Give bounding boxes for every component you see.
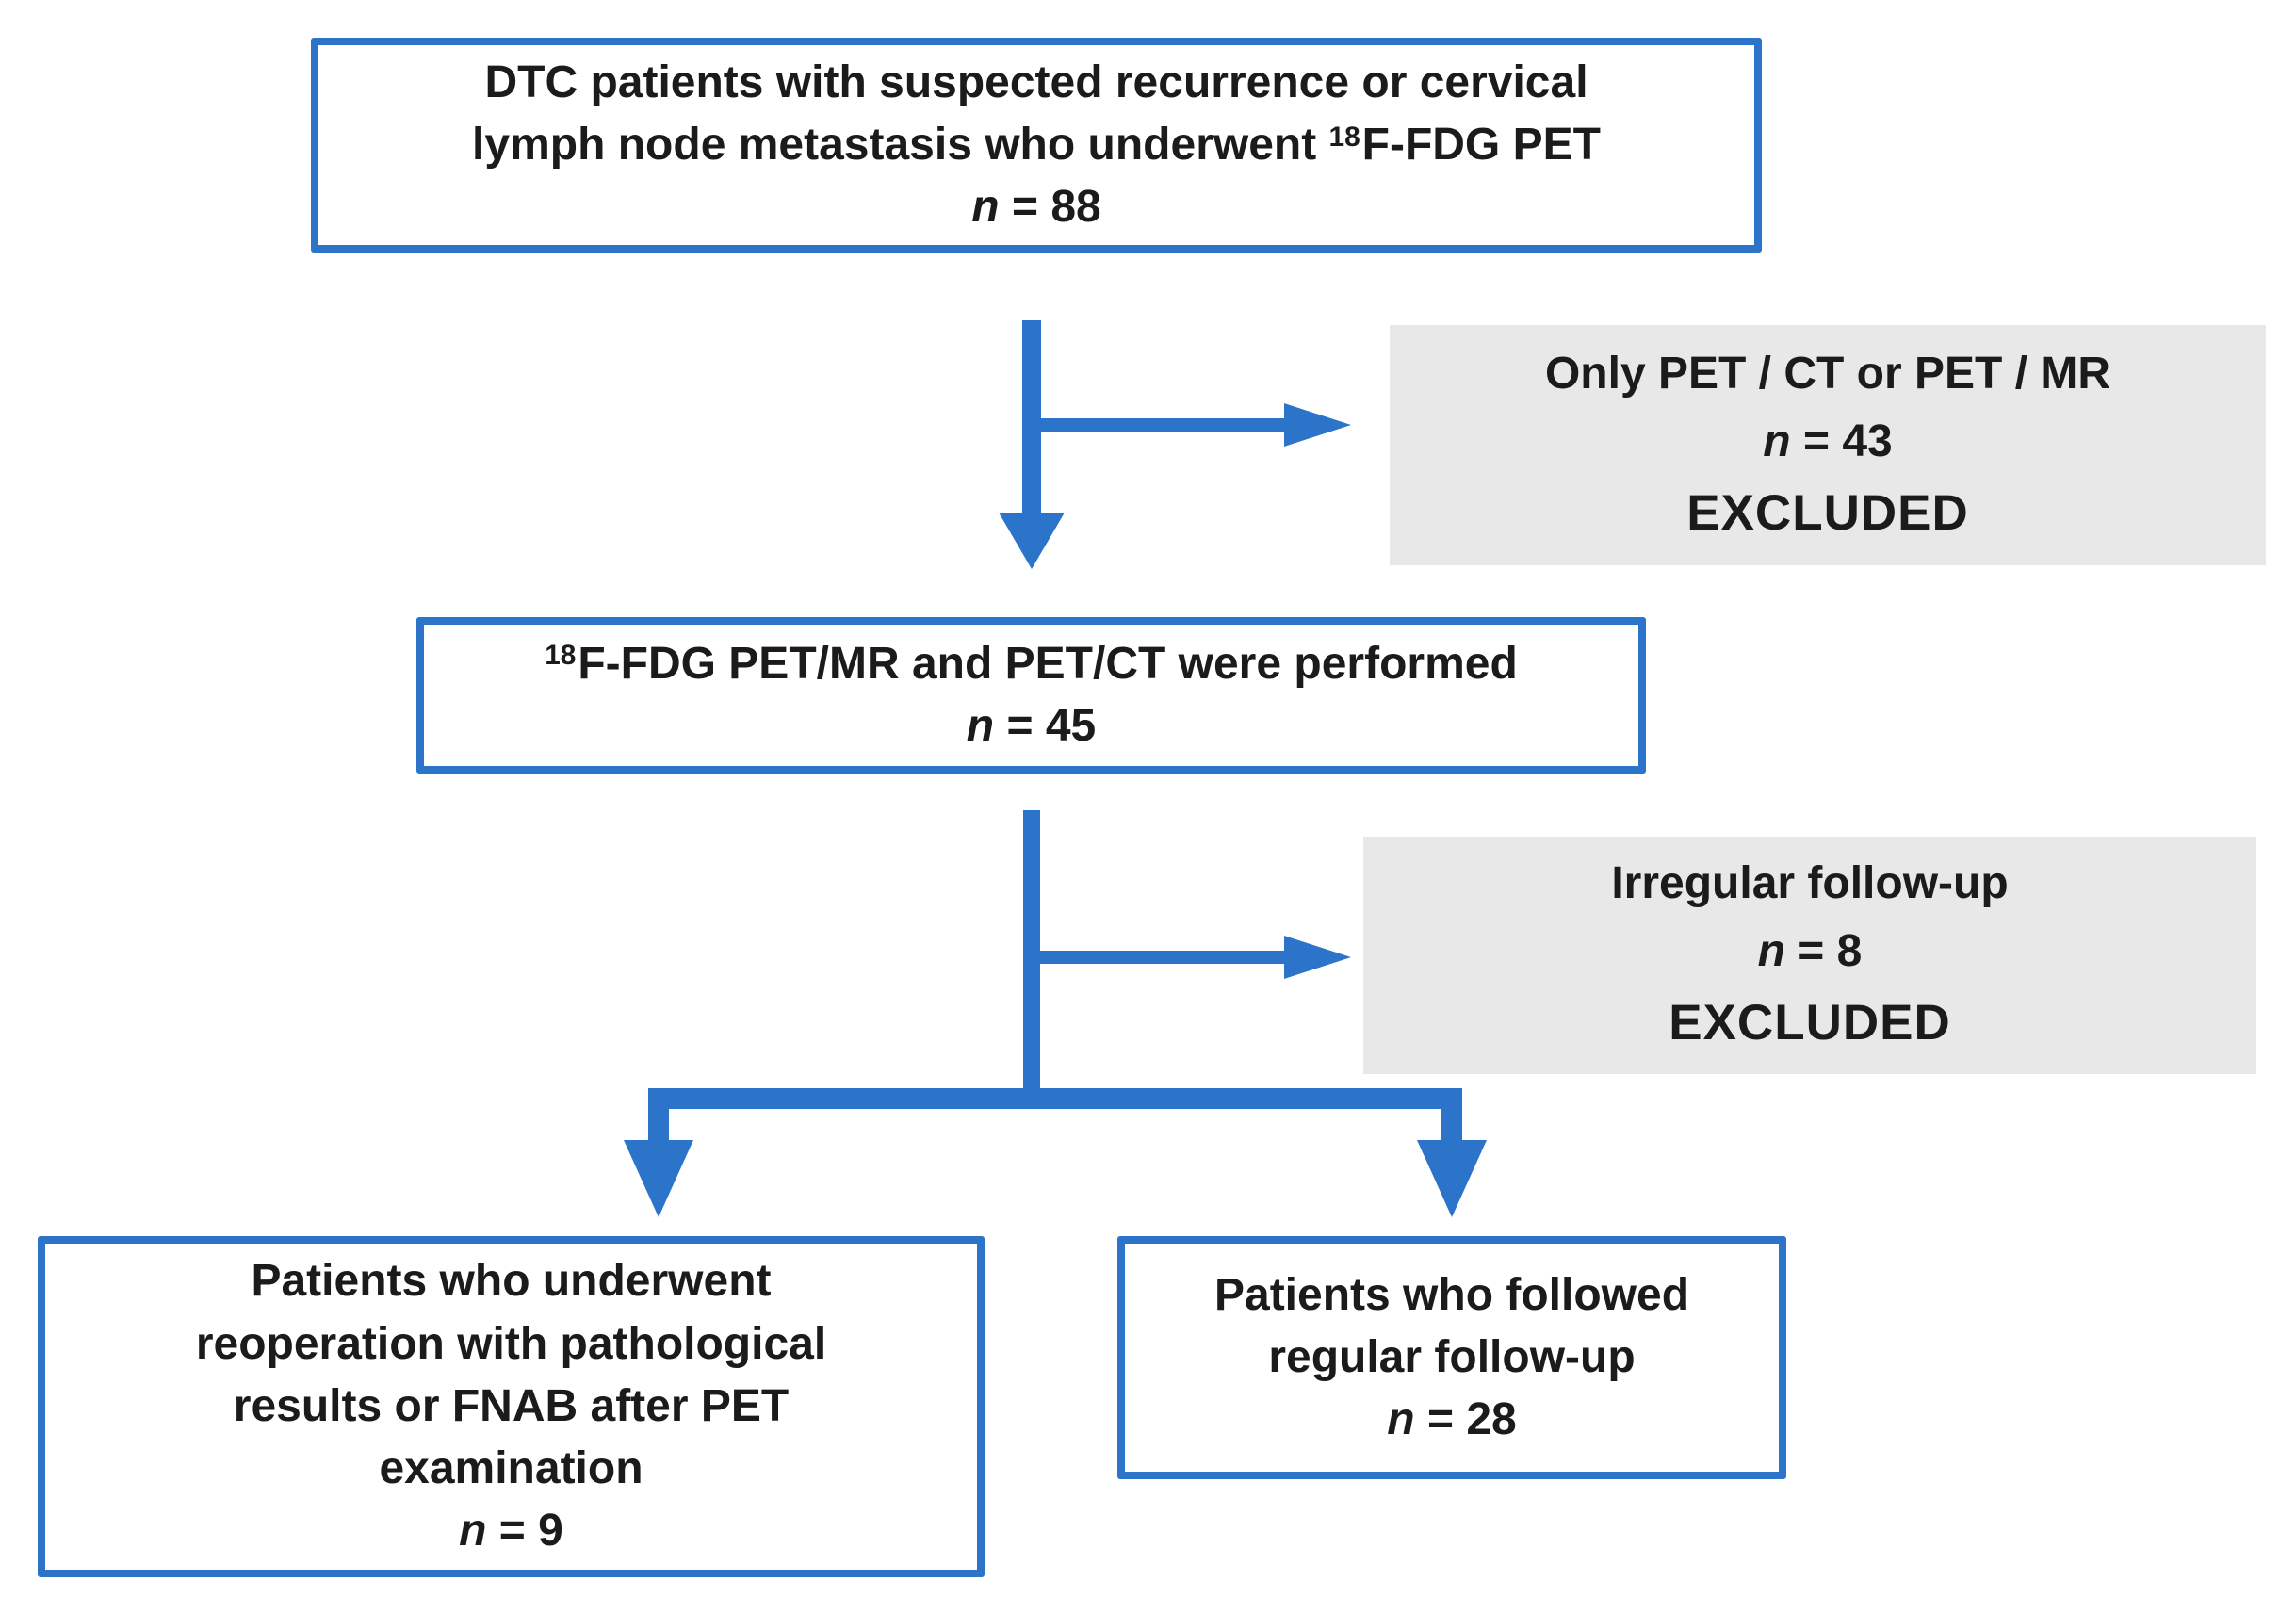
box-line: reoperation with pathological bbox=[195, 1318, 827, 1369]
enrollment-box: DTC patients with suspected recurrence o… bbox=[311, 38, 1762, 253]
excluded-only-petct-petmr-box: Only PET / CT or PET / MR n = 43 EXCLUDE… bbox=[1390, 325, 2266, 565]
box-line: examination bbox=[379, 1443, 643, 1494]
n-count: n = 88 bbox=[971, 182, 1101, 233]
reoperation-box: Patients who underwent reoperation with … bbox=[38, 1236, 985, 1577]
n-count: n = 28 bbox=[1387, 1394, 1517, 1445]
n-count: n = 9 bbox=[459, 1506, 563, 1556]
excluded-status-label: EXCLUDED bbox=[1686, 484, 1969, 541]
box-line: DTC patients with suspected recurrence o… bbox=[484, 57, 1588, 107]
box-line: 18F-FDG PET/MR and PET/CT were performed bbox=[545, 638, 1518, 689]
box-line: results or FNAB after PET bbox=[233, 1380, 790, 1431]
excluded-irregular-followup-box: Irregular follow-up n = 8 EXCLUDED bbox=[1363, 837, 2256, 1074]
n-count: n = 45 bbox=[966, 701, 1097, 751]
n-count: n = 8 bbox=[1757, 926, 1863, 977]
arrow-performed-to-split bbox=[1023, 810, 1040, 1098]
arrow-enrollment-to-performed bbox=[999, 320, 1065, 569]
isotope-superscript: 18 bbox=[1328, 121, 1360, 153]
box-line: Patients who followed bbox=[1213, 1269, 1690, 1320]
box-line: lymph node metastasis who underwent 18F-… bbox=[472, 119, 1601, 170]
arrow-branch-to-excluded-2 bbox=[1032, 936, 1351, 979]
arrow-split-to-regular-followup bbox=[1417, 1088, 1487, 1217]
n-count: n = 43 bbox=[1763, 415, 1893, 466]
box-line: Irregular follow-up bbox=[1611, 858, 2009, 909]
split-bar bbox=[648, 1088, 1462, 1109]
box-line: Only PET / CT or PET / MR bbox=[1544, 348, 2111, 399]
box-line: regular follow-up bbox=[1268, 1331, 1636, 1382]
arrow-branch-to-excluded-1 bbox=[1032, 403, 1351, 447]
regular-followup-box: Patients who followed regular follow-up … bbox=[1117, 1236, 1786, 1479]
pet-mr-ct-performed-box: 18F-FDG PET/MR and PET/CT were performed… bbox=[416, 617, 1646, 774]
isotope-superscript: 18 bbox=[545, 640, 577, 672]
excluded-status-label: EXCLUDED bbox=[1669, 995, 1951, 1051]
arrow-split-to-reoperation bbox=[624, 1088, 693, 1217]
box-line: Patients who underwent bbox=[251, 1256, 772, 1307]
